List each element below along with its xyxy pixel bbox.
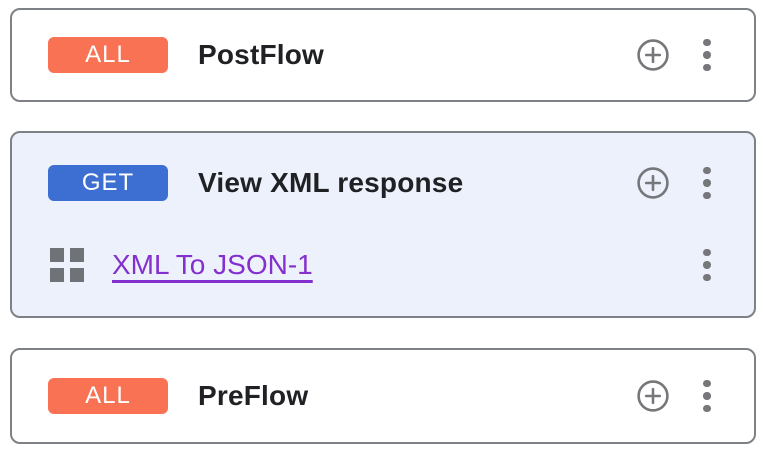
method-badge: ALL	[48, 37, 168, 73]
plus-circle-icon	[637, 39, 669, 71]
flow-title: PreFlow	[198, 380, 309, 411]
flow-card-preflow[interactable]: ALL PreFlow	[10, 348, 756, 444]
flow-menu-button[interactable]	[702, 166, 712, 200]
policy-step-row: XML To JSON-1	[12, 247, 754, 283]
flow-header-row: GET View XML response	[12, 165, 754, 201]
add-step-button[interactable]	[636, 166, 670, 200]
flow-card-postflow[interactable]: ALL PostFlow	[10, 8, 756, 102]
method-badge: GET	[48, 165, 168, 201]
add-step-button[interactable]	[636, 38, 670, 72]
step-menu-button[interactable]	[702, 248, 712, 282]
flow-title: PostFlow	[198, 39, 325, 70]
flow-menu-button[interactable]	[702, 38, 712, 72]
kebab-menu-icon	[703, 248, 711, 257]
policy-step-link[interactable]: XML To JSON-1	[112, 249, 313, 280]
grid-handle-icon[interactable]	[50, 248, 84, 282]
plus-circle-icon	[637, 167, 669, 199]
flow-menu-button[interactable]	[702, 379, 712, 413]
add-step-button[interactable]	[636, 379, 670, 413]
flow-card-view-xml-response[interactable]: GET View XML response XML To JSON	[10, 131, 756, 318]
kebab-menu-icon	[703, 38, 711, 47]
flow-title: View XML response	[198, 167, 464, 198]
flow-header-row: ALL PostFlow	[12, 10, 754, 100]
method-badge: ALL	[48, 378, 168, 414]
kebab-menu-icon	[703, 379, 711, 388]
plus-circle-icon	[637, 380, 669, 412]
kebab-menu-icon	[703, 166, 711, 175]
flow-header-row: ALL PreFlow	[12, 350, 754, 442]
